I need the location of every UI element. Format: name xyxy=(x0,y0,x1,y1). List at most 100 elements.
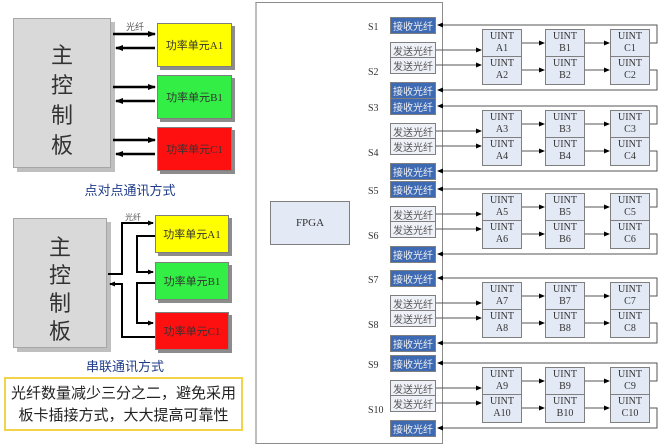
uint-id: C5 xyxy=(624,207,636,218)
line-c-return xyxy=(437,69,658,93)
uint-id: A1 xyxy=(495,43,509,54)
power-unit-b1: 功率单元B1 xyxy=(155,262,229,300)
note-line-1: 光纤数量减少三分之二，避免采用 xyxy=(10,384,236,402)
main-control-board-p2p: 主 控 制 板 xyxy=(13,18,111,168)
uint-type: UINT xyxy=(618,139,642,150)
uint-id: B9 xyxy=(559,381,571,392)
receive-fiber-s6: 接收光纤 xyxy=(390,246,436,263)
p2p-arrows xyxy=(113,31,156,157)
board-char: 板 xyxy=(50,133,73,158)
uint-type: UINT xyxy=(490,31,514,42)
receive-fiber-s8: 接收光纤 xyxy=(390,335,436,352)
uint-type: UINT xyxy=(618,284,642,295)
note-line-2: 板卡插接方式，大大提高可靠性 xyxy=(18,406,229,424)
uint-id: B10 xyxy=(556,408,574,419)
uint-id: A4 xyxy=(495,151,509,162)
uint-id: A5 xyxy=(495,207,509,218)
fpga-block: FPGA xyxy=(270,201,350,245)
slot-label: S9 xyxy=(368,360,379,371)
uint-type: UINT xyxy=(490,195,514,206)
slot-label: S7 xyxy=(368,275,379,286)
uint-id: C9 xyxy=(624,381,636,392)
main-control-board-serial: 主 控 制 板 xyxy=(13,218,107,348)
uint-type: UINT xyxy=(618,58,642,69)
uint-id: B2 xyxy=(559,70,571,81)
board-char: 制 xyxy=(48,291,71,316)
uint-type: UINT xyxy=(553,58,577,69)
board-char: 主 xyxy=(50,43,73,68)
uint-type: UINT xyxy=(553,222,577,233)
uint-type: UINT xyxy=(553,284,577,295)
fiber-label: 光纤 xyxy=(126,22,145,32)
caption-serial: 串联通讯方式 xyxy=(85,360,164,375)
receive-fiber-s5: 接收光纤 xyxy=(390,181,436,198)
receive-fiber-s3: 接收光纤 xyxy=(390,98,436,115)
uint-type: UINT xyxy=(490,139,514,150)
uint-type: UINT xyxy=(553,311,577,322)
uint-type: UINT xyxy=(490,284,514,295)
uint-id: B6 xyxy=(559,234,571,245)
send-fiber-s4: 发送光纤 xyxy=(390,138,436,155)
uint-type: UINT xyxy=(553,112,577,123)
uint-id: B5 xyxy=(559,207,571,218)
uint-type: UINT xyxy=(618,31,642,42)
uint-id: C6 xyxy=(624,234,636,245)
line-c-return xyxy=(437,322,658,346)
board-char: 控 xyxy=(48,263,71,288)
slot-label: S6 xyxy=(368,231,379,242)
board-char: 主 xyxy=(48,235,71,260)
uint-id: C7 xyxy=(624,296,636,307)
power-unit-b1: 功率单元B1 xyxy=(157,75,232,119)
uint-type: UINT xyxy=(490,311,514,322)
uint-id: A2 xyxy=(495,70,509,81)
uint-type: UINT xyxy=(490,222,514,233)
board-char: 控 xyxy=(50,73,73,98)
slot-label: S10 xyxy=(368,405,384,416)
uint-id: C4 xyxy=(624,151,636,162)
line-c-return xyxy=(437,360,658,382)
receive-fiber-s10: 接收光纤 xyxy=(390,420,436,437)
uint-id: B3 xyxy=(559,124,571,135)
uint-id: A8 xyxy=(495,323,509,334)
uint-type: UINT xyxy=(618,195,642,206)
uint-type: UINT xyxy=(553,31,577,42)
uint-id: A6 xyxy=(495,234,509,245)
uint-id: C8 xyxy=(624,323,636,334)
uint-type: UINT xyxy=(490,369,514,380)
power-unit-a1: 功率单元A1 xyxy=(155,215,229,253)
uint-id: B7 xyxy=(559,296,571,307)
line-c-return xyxy=(437,233,658,257)
uint-type: UINT xyxy=(618,396,642,407)
send-fiber-s6: 发送光纤 xyxy=(390,221,436,238)
slot-label: S3 xyxy=(368,103,379,114)
power-unit-c1: 功率单元C1 xyxy=(157,127,232,171)
slot-label: S5 xyxy=(368,186,379,197)
board-char: 制 xyxy=(50,103,73,128)
uint-type: UINT xyxy=(618,369,642,380)
line-c-return xyxy=(437,186,658,208)
uint-type: UINT xyxy=(618,222,642,233)
line-c-return xyxy=(437,275,658,297)
uint-type: UINT xyxy=(553,195,577,206)
slot-label: S2 xyxy=(368,67,379,78)
line-c-return xyxy=(437,22,658,44)
power-unit-c1: 功率单元C1 xyxy=(155,312,229,350)
serial-arrows xyxy=(108,220,155,338)
